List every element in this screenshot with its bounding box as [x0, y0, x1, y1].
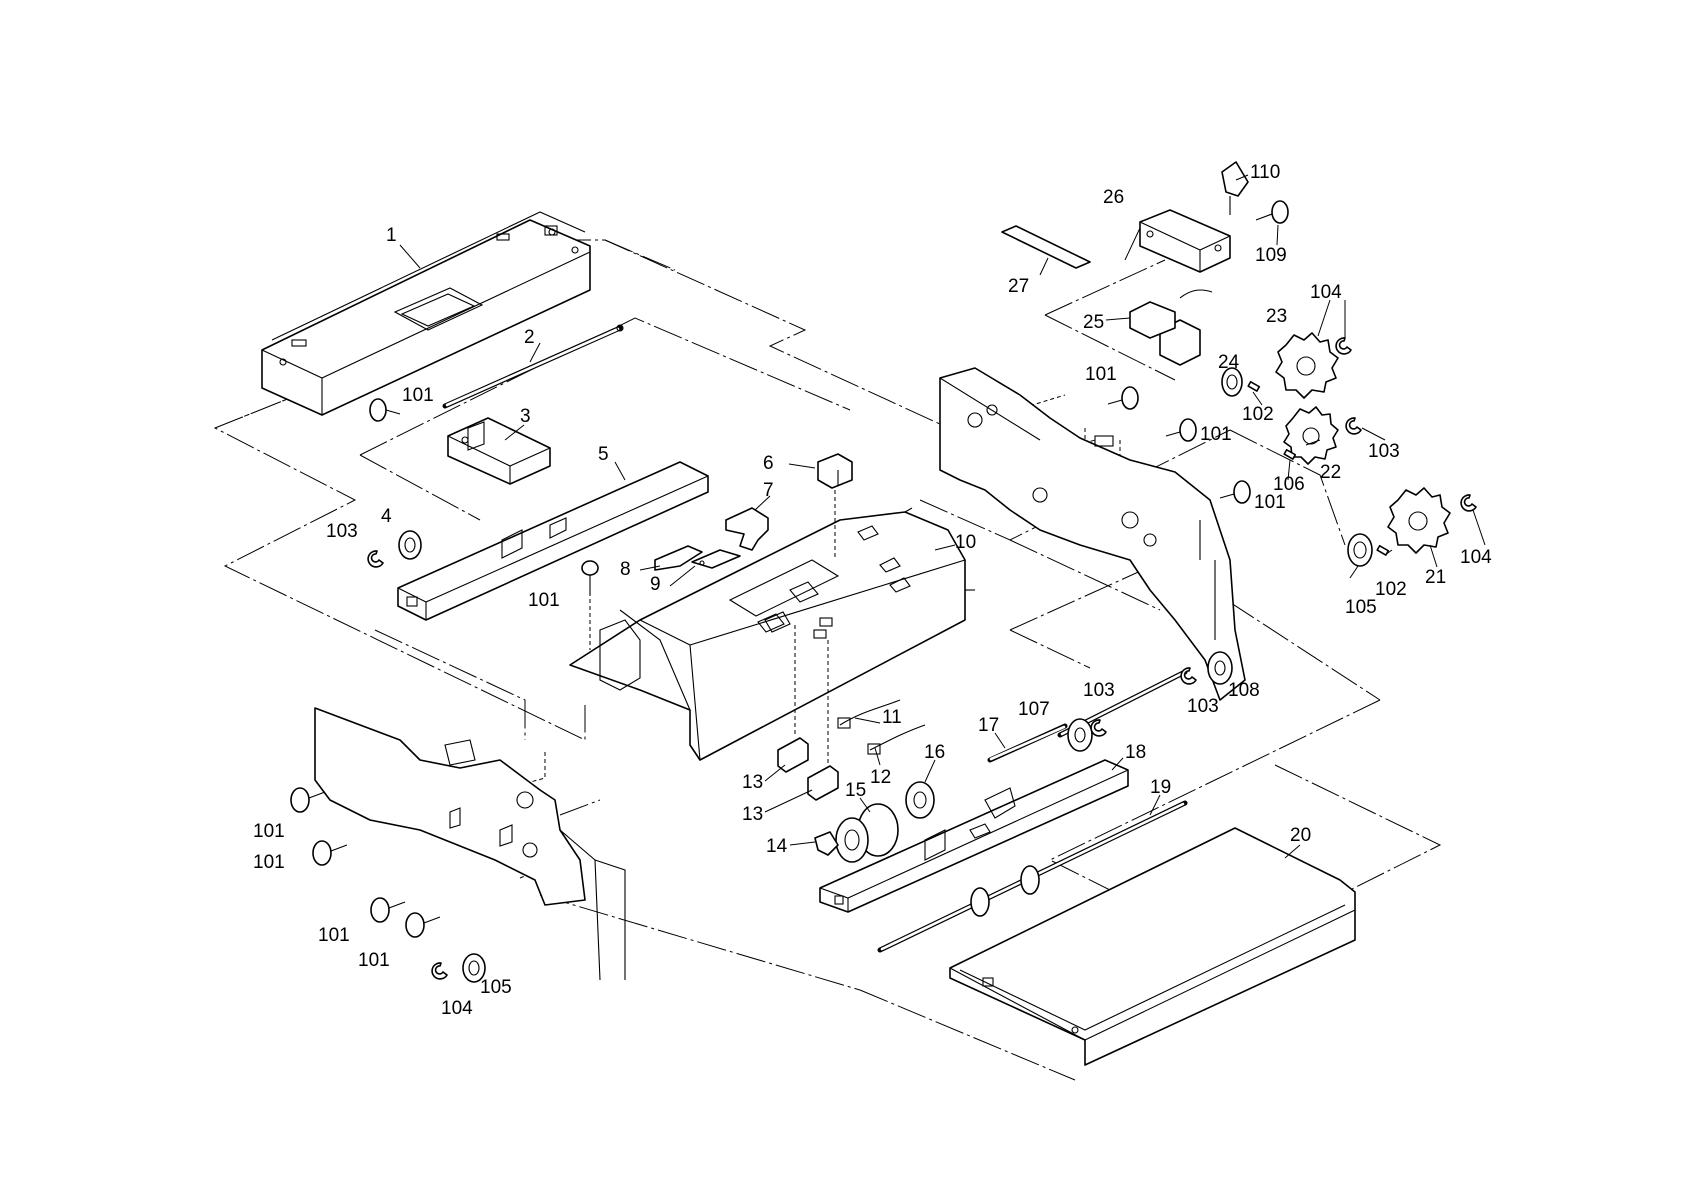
label-part-27: 27	[1008, 276, 1029, 297]
label-screw-101-h: 101	[318, 925, 350, 946]
label-ering-104-b: 104	[1460, 547, 1492, 568]
label-part-23: 23	[1266, 306, 1287, 327]
part-feed-roller	[836, 804, 898, 862]
part-bushing-105-right	[1348, 534, 1372, 566]
label-part-10: 10	[955, 532, 976, 553]
label-part-2: 2	[524, 327, 535, 348]
label-pin-102-a: 102	[1242, 404, 1274, 425]
label-ering-103-a: 103	[1368, 441, 1400, 462]
label-ering-103-c: 103	[1083, 680, 1115, 701]
label-screw-101-d: 101	[1254, 492, 1286, 513]
label-part-26: 26	[1103, 187, 1124, 208]
label-ering-103-d: 103	[326, 521, 358, 542]
label-part-15: 15	[845, 780, 866, 801]
label-ering-104-c: 104	[441, 998, 473, 1019]
label-screw-101-g: 101	[253, 852, 285, 873]
label-part-14: 14	[766, 836, 788, 857]
label-screw-109: 109	[1255, 245, 1287, 266]
part-pickup-roller	[906, 782, 934, 818]
label-part-16: 16	[924, 742, 945, 763]
part-lever	[1222, 162, 1248, 215]
label-part-5: 5	[598, 444, 609, 465]
part-gear-21	[1388, 488, 1450, 553]
label-part-12: 12	[870, 767, 891, 788]
label-part-6: 6	[763, 453, 774, 474]
label-screw-101-a: 101	[402, 385, 434, 406]
label-part-3: 3	[520, 406, 531, 427]
label-lever-110: 110	[1250, 162, 1280, 183]
label-part-9: 9	[650, 574, 661, 595]
label-part-8: 8	[620, 559, 631, 580]
part-actuator	[726, 508, 768, 550]
label-screw-101-b: 101	[1085, 364, 1117, 385]
label-part-1: 1	[386, 225, 397, 246]
part-bushing-107	[1068, 719, 1092, 751]
label-part-25: 25	[1083, 312, 1104, 333]
label-part-24: 24	[1218, 352, 1240, 373]
label-screw-101-i: 101	[358, 950, 390, 971]
label-part-22: 22	[1320, 462, 1341, 483]
part-solenoid-bracket	[1140, 210, 1230, 272]
part-harness-12	[868, 725, 925, 754]
label-part-13b: 13	[742, 804, 763, 825]
label-part-17: 17	[978, 715, 999, 736]
label-part-7: 7	[763, 480, 774, 501]
label-part-18: 18	[1125, 742, 1146, 763]
label-part-21: 21	[1425, 567, 1446, 588]
label-part-13a: 13	[742, 772, 763, 793]
label-bushing-105-a: 105	[1345, 597, 1377, 618]
part-side-frame-right	[940, 368, 1245, 700]
label-bushing-107: 107	[1018, 699, 1050, 720]
label-screw-101-f: 101	[253, 821, 285, 842]
label-ering-104-a: 104	[1310, 282, 1342, 303]
label-part-19: 19	[1150, 777, 1171, 798]
label-part-20: 20	[1290, 825, 1311, 846]
part-gear-23	[1276, 333, 1338, 398]
label-screw-101-e: 101	[528, 590, 560, 611]
part-clip-14	[815, 832, 838, 855]
label-pin-106: 106	[1273, 474, 1305, 495]
label-screw-101-c: 101	[1200, 424, 1232, 445]
part-bracket	[448, 418, 550, 484]
label-part-4: 4	[381, 506, 392, 527]
label-bushing-105-b: 105	[480, 977, 512, 998]
label-ering-103-b: 103	[1187, 696, 1219, 717]
label-bushing-108: 108	[1228, 680, 1260, 701]
part-solenoid	[1130, 290, 1212, 365]
part-main-guide-plate	[570, 508, 975, 760]
part-sensor-13b	[808, 766, 838, 800]
part-side-frame-left	[315, 708, 625, 980]
part-sensor-bracket	[818, 454, 852, 488]
part-bottom-tray	[950, 828, 1355, 1065]
label-part-11: 11	[882, 707, 902, 728]
label-pin-102-b: 102	[1375, 579, 1407, 600]
part-bushing-4	[399, 531, 421, 559]
